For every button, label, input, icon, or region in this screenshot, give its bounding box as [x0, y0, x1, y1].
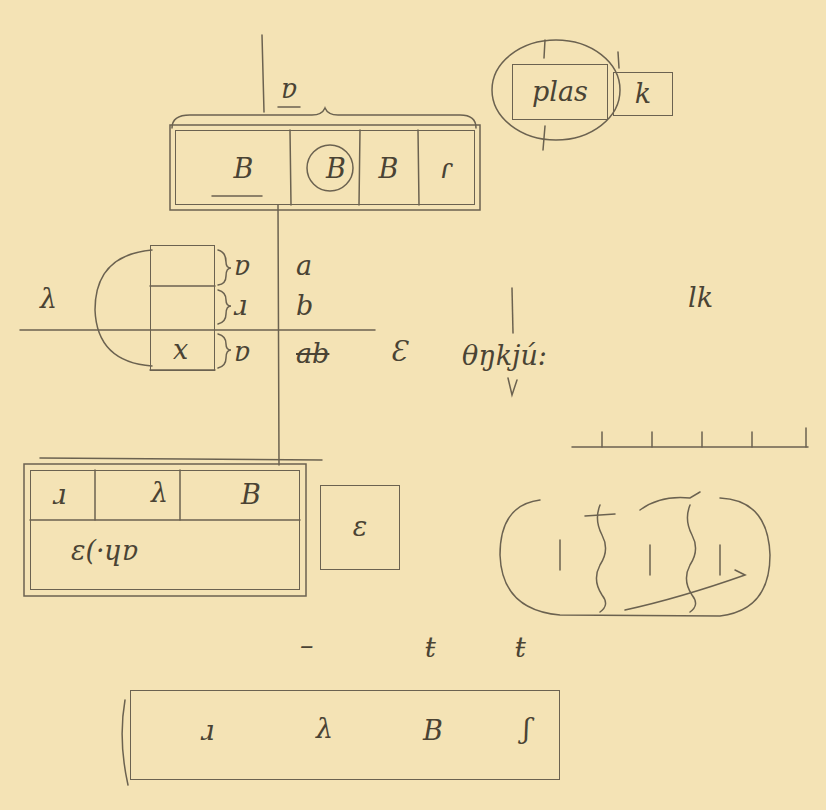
- letter-row: ɹ λ Bʃ: [130, 690, 560, 780]
- sketch-label: ɹ: [234, 290, 248, 322]
- pencil-stroke: [179, 470, 181, 520]
- pencil-stroke: [212, 195, 262, 197]
- node-text: plas: [532, 76, 588, 108]
- node-text: ɾ: [440, 153, 452, 185]
- pencil-stroke: [20, 329, 375, 331]
- sketch-label: b: [296, 290, 313, 322]
- pencil-stroke: [500, 498, 770, 616]
- pencil-stroke: [307, 145, 353, 191]
- pencil-stroke: [543, 126, 545, 150]
- pencil-stroke: [24, 464, 306, 596]
- node-text: ɹ: [53, 479, 67, 511]
- node-text: ɹ: [201, 715, 215, 747]
- syllable-box: k: [613, 72, 673, 116]
- pencil-stroke: [218, 290, 231, 324]
- word-frame: ɐBBBɾ: [175, 130, 475, 205]
- pencil-stroke: [278, 106, 300, 108]
- pencil-stroke: [150, 285, 215, 287]
- pencil-stroke: [218, 250, 231, 285]
- pencil-stroke: [701, 432, 703, 447]
- pencil-stroke: [122, 700, 128, 785]
- syllable-box: plas: [512, 64, 608, 120]
- pencil-stroke: [278, 205, 279, 465]
- sketch-label: θŋkjú:: [462, 340, 547, 372]
- pencil-stroke: [640, 492, 700, 510]
- sketch-label: λ: [40, 283, 57, 315]
- node-text: B: [241, 479, 261, 511]
- pencil-stroke: [719, 545, 721, 575]
- pencil-stroke: [40, 458, 322, 460]
- pencil-stroke: [95, 250, 152, 366]
- pencil-stroke: [686, 505, 695, 612]
- pencil-stroke: [218, 334, 231, 368]
- node-text: x: [173, 334, 188, 366]
- sketch-label: ŧ: [425, 632, 436, 664]
- node-text: ʃ: [523, 713, 530, 745]
- sketch-label: ŧ: [515, 632, 526, 664]
- letter-cell: B: [366, 147, 411, 191]
- sketch-label: Ɛ: [390, 336, 407, 368]
- pencil-stroke: [805, 428, 807, 447]
- pencil-stroke: [508, 378, 517, 395]
- letter-box: ɛ: [320, 485, 400, 570]
- sketch-label: a: [296, 250, 312, 282]
- node-text: λ: [151, 477, 168, 509]
- node-text: B: [234, 153, 254, 185]
- pencil-stroke: [492, 40, 620, 140]
- pencil-stroke: [512, 288, 513, 333]
- letter-cell: ɾ: [426, 147, 466, 191]
- pencil-stroke: [544, 40, 545, 58]
- node-text: B: [423, 715, 443, 747]
- pencil-stroke: [290, 130, 291, 205]
- sketch-label: –: [300, 630, 314, 662]
- pencil-stroke: [418, 130, 419, 205]
- pencil-stroke: [559, 540, 561, 570]
- letter-cell: B: [311, 147, 361, 191]
- node-text: k: [635, 78, 651, 110]
- pencil-stroke: [651, 432, 653, 447]
- pencil-stroke: [649, 545, 651, 575]
- node-text: λ: [316, 713, 333, 745]
- sketch-label: ɐ: [234, 250, 250, 282]
- pencil-stroke: [359, 130, 360, 205]
- column-box: x: [150, 245, 215, 371]
- pencil-stroke: [572, 446, 808, 448]
- node-text: ɛ(·ɥɐ: [71, 535, 138, 567]
- pencil-stroke: [30, 519, 300, 521]
- letter-table: ɹ λ Bɛ(·ɥɐ: [30, 470, 300, 590]
- letter-cell: B: [206, 147, 281, 191]
- node-text: ɛ: [353, 511, 368, 543]
- pencil-stroke: [751, 432, 753, 447]
- node-text: B: [379, 153, 399, 185]
- pencil-stroke: [262, 35, 264, 112]
- pencil-stroke: [625, 570, 745, 610]
- node-text: ɐ: [281, 73, 297, 105]
- pencil-stroke: [585, 514, 615, 516]
- node-text: B: [326, 153, 346, 185]
- pencil-stroke: [618, 52, 619, 68]
- sketch-label: ɐ: [234, 336, 250, 368]
- sketch-label: lk: [688, 282, 713, 314]
- pencil-stroke: [170, 125, 480, 210]
- sketch-label: ab: [296, 338, 329, 370]
- pencil-stroke: [94, 470, 96, 520]
- pencil-stroke: [601, 432, 603, 447]
- pencil-stroke: [596, 505, 605, 612]
